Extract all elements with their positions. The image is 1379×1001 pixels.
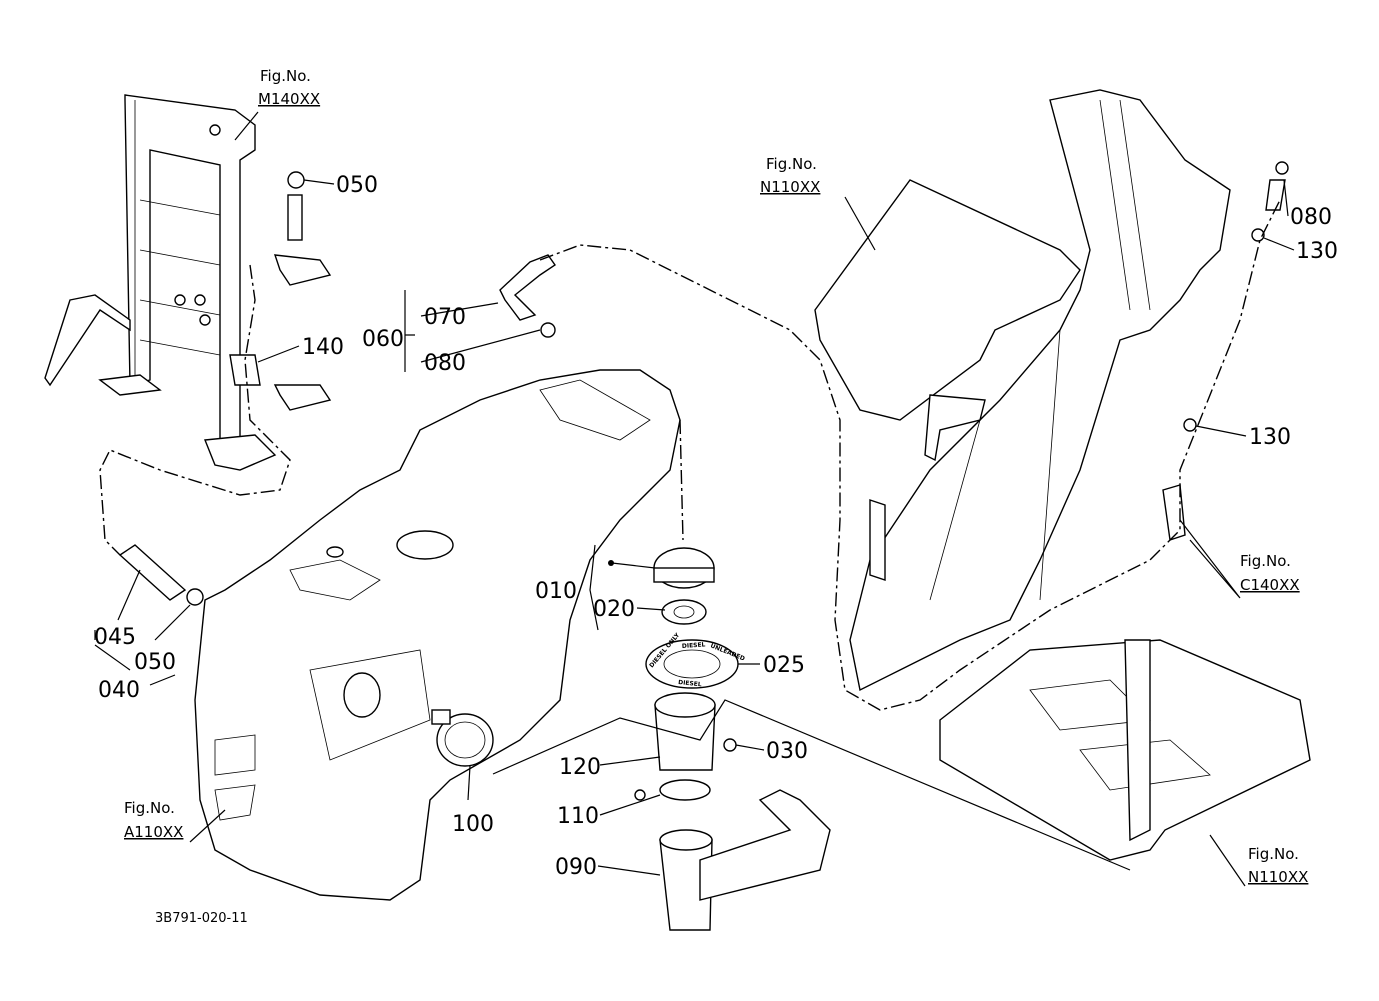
figure-ref-prefix: Fig.No. (1248, 845, 1299, 863)
figure-ref-prefix: Fig.No. (124, 799, 175, 817)
hoses (118, 161, 1289, 606)
part-label-050[interactable]: 050 (336, 173, 378, 198)
part-label-140[interactable]: 140 (302, 335, 344, 360)
part-label-030[interactable]: 030 (766, 739, 808, 764)
part-label-090[interactable]: 090 (555, 855, 597, 880)
part-label-120[interactable]: 120 (559, 755, 601, 780)
fuel-tank (194, 369, 681, 901)
decal-text: DIESEL (682, 641, 706, 650)
figure-ref-prefix: Fig.No. (260, 67, 311, 85)
part-label-040[interactable]: 040 (98, 678, 140, 703)
part-label-025[interactable]: 025 (763, 653, 805, 678)
figure-ref-a110xx[interactable]: Fig.No. A110XX (124, 799, 183, 841)
part-label-060[interactable]: 060 (362, 327, 404, 352)
part-label-070[interactable]: 070 (424, 305, 466, 330)
part-label-020[interactable]: 020 (593, 597, 635, 622)
part-label-100[interactable]: 100 (452, 812, 494, 837)
part-label-130[interactable]: 130 (1296, 239, 1338, 264)
decal-text: DIESEL (678, 679, 702, 688)
part-label-110[interactable]: 110 (557, 804, 599, 829)
figure-ref-n110xx-bottom[interactable]: Fig.No. N110XX (1248, 845, 1308, 886)
figure-ref-code[interactable]: N110XX (1248, 868, 1308, 886)
assembly-line (539, 199, 1281, 711)
figure-ref-prefix: Fig.No. (766, 155, 817, 173)
part-label-080[interactable]: 080 (424, 351, 466, 376)
cab-frame-right (814, 89, 1231, 692)
part-label-080[interactable]: 080 (1290, 205, 1332, 230)
figure-ref-code[interactable]: C140XX (1240, 576, 1300, 594)
figure-ref-code[interactable]: N110XX (760, 178, 820, 196)
figure-ref-prefix: Fig.No. (1240, 552, 1291, 570)
assembly-line (99, 264, 291, 556)
frame-bracket-left (44, 94, 332, 471)
part-label-045[interactable]: 045 (94, 625, 136, 650)
figure-ref-code[interactable]: M140XX (258, 90, 320, 108)
figure-ref-code[interactable]: A110XX (124, 823, 183, 841)
diagram-code: 3B791-020-11 (155, 911, 248, 926)
part-label-010[interactable]: 010 (535, 579, 577, 604)
filler-neck-assembly (634, 547, 831, 931)
figure-ref-n110xx-top[interactable]: Fig.No. N110XX (760, 155, 820, 196)
figure-ref-m140xx[interactable]: Fig.No. M140XX (258, 67, 320, 108)
assembly-line (679, 419, 684, 541)
figure-ref-c140xx[interactable]: Fig.No. C140XX (1240, 552, 1300, 594)
floor-plate (939, 639, 1311, 861)
part-label-050[interactable]: 050 (134, 650, 176, 675)
part-label-130[interactable]: 130 (1249, 425, 1291, 450)
leader-lines (94, 111, 1295, 887)
